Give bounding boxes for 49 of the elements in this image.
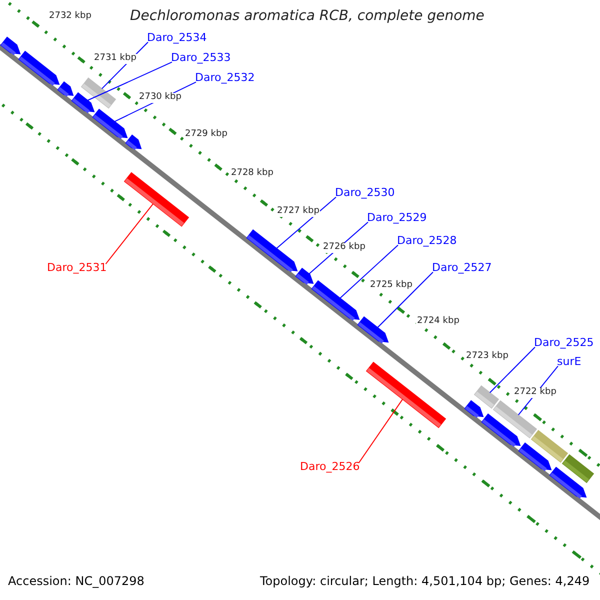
leader-line [105,203,154,264]
gene-name: Daro_2532 [195,72,255,84]
leader-line [276,196,336,249]
scale-tick-label: 2731 kbp [93,54,138,64]
gene-pointed-block [92,108,128,140]
leader-line [358,398,404,464]
gene-pointed-block [0,36,21,56]
leader-line [87,62,172,101]
gene-pointed-block [246,229,298,272]
gene-name: Daro_2531 [47,262,107,274]
gene-name: Daro_2529 [367,212,427,224]
footer-text: Topology: circular; Length: 4,501,104 bp; Genes: 4,249 [260,575,590,588]
gene-name: Daro_2526 [300,461,360,474]
gene-pointed-block [481,413,521,447]
scale-tick-label: 2722 kbp [513,388,558,398]
gene-pointed-block [311,280,360,321]
gene-pointed-block [71,92,95,114]
gene-name: Daro_2528 [397,235,457,248]
leader-line [340,244,398,299]
gene-pointed-block [295,268,314,285]
gene-name: Daro_2527 [432,262,492,274]
scale-tick-label: 2729 kbp [184,130,228,140]
gene-pointed-block [518,442,552,472]
chart-title: Dechloromonas aromatica RCB, complete genome [130,9,484,24]
gene-block [474,385,500,409]
gene-pointed-block [549,466,587,499]
gene-name: Daro_2533 [171,52,231,64]
gene-name: Daro_2530 [335,187,395,200]
scale-tick-label: 2723 kbp [465,352,510,362]
scale-tick-label: 2730 kbp [138,93,182,103]
gene-block [124,172,190,227]
leader-line [489,346,536,394]
gene-name: surE [557,356,582,368]
scale-tick-label: 2727 kbp [276,207,320,217]
gene-name: Daro_2534 [147,32,207,44]
gene-pointed-block [464,400,484,418]
gene-pointed-block [18,50,60,86]
gene-pointed-block [357,316,389,344]
scale-tick-label: 2726 kbp [322,243,366,253]
scale-tick-label: 2724 kbp [416,317,460,327]
footer-text: Accession: NC_007298 [8,575,144,588]
scale-tick-label: 2728 kbp [230,169,274,179]
gene-name: Daro_2525 [534,337,594,350]
gene-pointed-block [125,134,142,150]
gene-block [366,362,446,428]
scale-tick-label: 2725 kbp [369,281,414,291]
leader-line [377,272,434,328]
gene-pointed-block [57,81,74,97]
scale-tick-label: 2732 kbp [48,12,92,22]
